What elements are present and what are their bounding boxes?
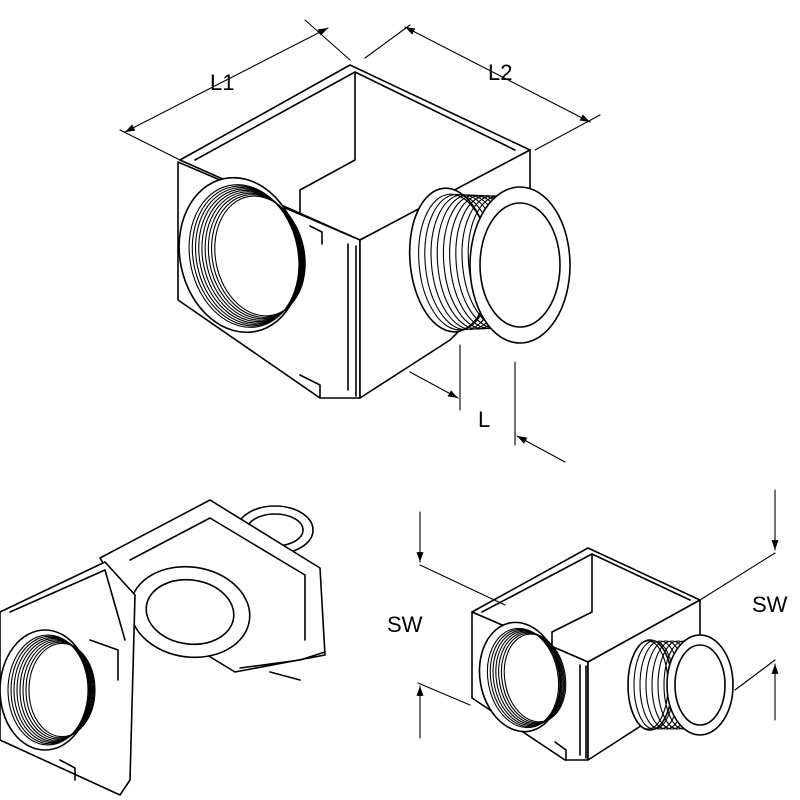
thread-ring [16,638,92,742]
dimension-sw-left: SW [387,511,506,739]
thread-ring [492,629,562,727]
thread-ring [201,189,303,323]
thread-ring [214,195,306,317]
thread-ring [498,631,564,725]
thread-ring [194,186,302,326]
sw-fitting-view [471,547,734,761]
opened-bore-threads [7,634,96,746]
thread-ring [495,630,563,726]
label-l2: L2 [488,60,512,85]
thread-ring [25,641,95,739]
dimension-sw-right: SW [699,489,788,721]
thread-ring [13,636,91,744]
thread-ring [19,639,93,741]
label-l: L [478,407,490,432]
sw-bore-threads [486,627,567,729]
thread-ring [22,640,94,740]
dimension-l: L [409,344,566,463]
label-l1: L1 [210,70,234,95]
dimension-l1: L1 [119,19,351,161]
label-sw-right: SW [752,592,788,617]
thread-ring [28,642,96,738]
thread-ring [486,627,560,729]
dimension-l2: L2 [364,24,601,151]
main-fitting-view [177,64,571,399]
thread-ring [211,194,305,318]
right-spigot-threads [418,193,539,331]
label-sw-left: SW [387,612,423,637]
opened-fitting-view [0,499,326,796]
thread-ring [503,633,567,723]
thread-ring [10,635,90,745]
thread-ring [198,188,302,324]
thread-ring [204,191,304,321]
thread-ring [207,192,305,320]
left-bore-threads [188,184,306,328]
thread-ring [191,185,301,327]
thread-ring [7,634,89,746]
thread-ring [500,632,566,724]
thread-ring [188,184,300,328]
thread-ring [489,628,561,728]
